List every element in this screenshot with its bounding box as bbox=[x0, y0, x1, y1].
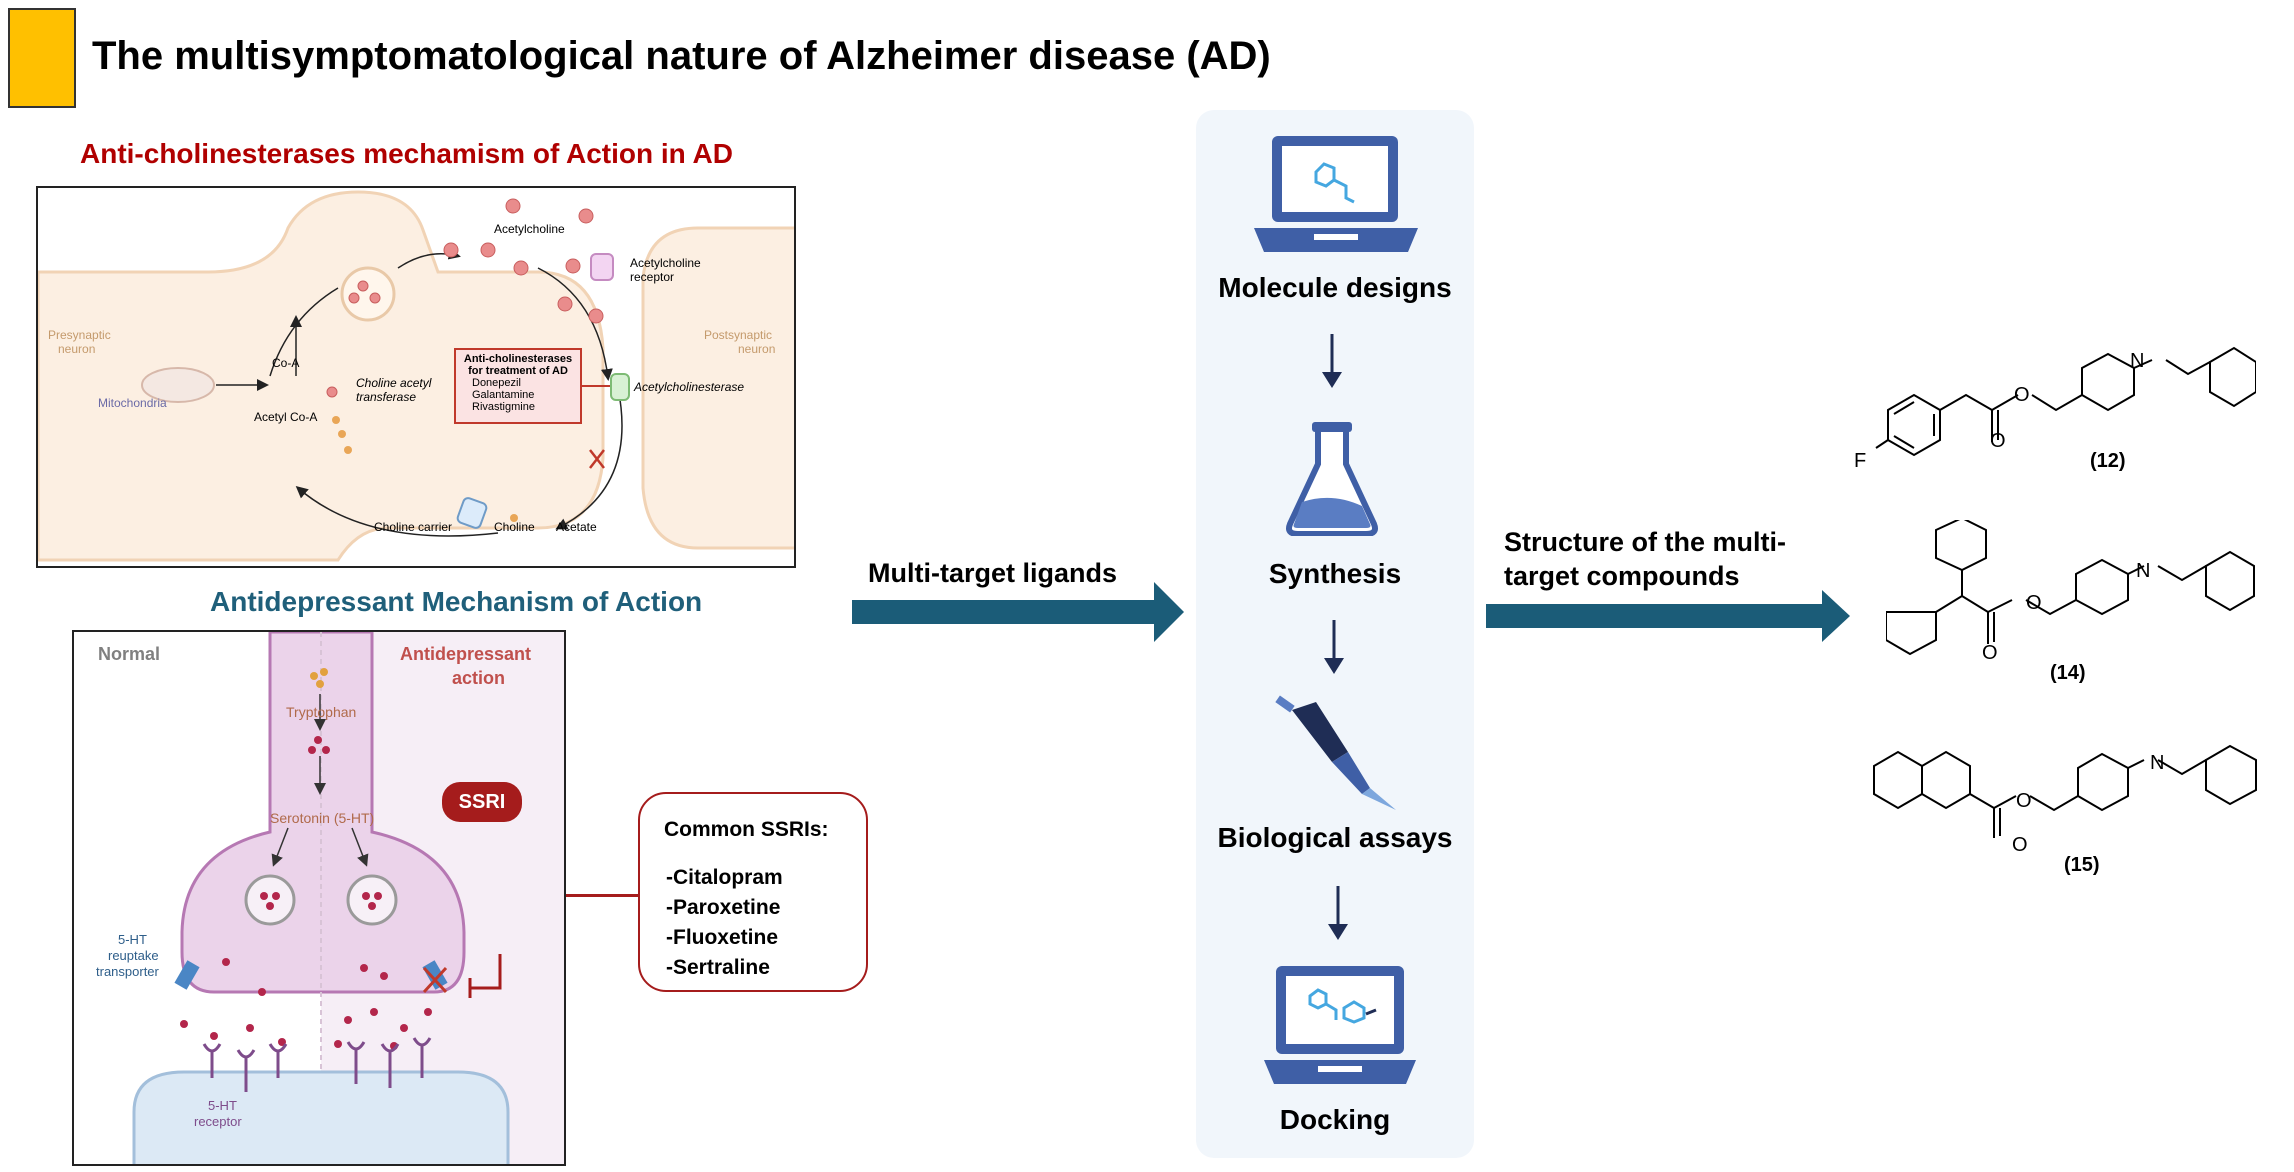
step-biological-assays: Biological assays bbox=[1217, 822, 1453, 853]
synapse-illustration bbox=[38, 190, 794, 562]
page-title: The multisymptomatological nature of Alz… bbox=[92, 34, 1271, 78]
choline-carrier-label: Choline carrier bbox=[374, 520, 453, 534]
output-arrow bbox=[1486, 590, 1850, 642]
compound-12-structure bbox=[1875, 346, 2256, 457]
ache-panel-title: Anti-cholinesterases mechamism of Action… bbox=[80, 138, 733, 169]
step-docking: Docking bbox=[1279, 1104, 1391, 1135]
common-ssris-heading: Common SSRIs: bbox=[664, 818, 829, 841]
ssri-connector-line bbox=[566, 894, 638, 897]
ssri-panel-title: Antidepressant Mechanism of Action bbox=[210, 586, 703, 617]
atom-label: O bbox=[2016, 790, 2032, 812]
atom-label: O bbox=[2026, 592, 2042, 614]
treatment-title-1: Anti-cholinesterases bbox=[463, 353, 573, 365]
pipette-icon bbox=[1275, 695, 1396, 810]
serotonin-synapse-illustration bbox=[132, 632, 564, 1164]
mitochondria-label: Mitochondria bbox=[98, 396, 167, 410]
transporter-label: reuptake bbox=[108, 948, 159, 963]
treatment-drug: Donepezil bbox=[472, 377, 521, 389]
transporter-label: transporter bbox=[96, 964, 159, 979]
ache-treatment-box: Anti-cholinesterases for treatment of AD… bbox=[454, 348, 582, 424]
ache-label: Acetylcholinesterase bbox=[634, 380, 745, 394]
acetate-label: Acetate bbox=[556, 520, 597, 534]
output-label-1: Structure of the multi- bbox=[1504, 527, 1786, 557]
step-molecule-designs: Molecule designs bbox=[1218, 272, 1452, 303]
acetyl-coa-label: Acetyl Co-A bbox=[254, 410, 318, 424]
down-arrow bbox=[1328, 886, 1348, 940]
antidepressant-label: Antidepressant bbox=[400, 644, 532, 664]
atom-label: N bbox=[2136, 560, 2151, 582]
serotonin-label: Serotonin (5-HT) bbox=[270, 810, 375, 826]
tryptophan-label: Tryptophan bbox=[286, 704, 357, 720]
atom-label: F bbox=[1854, 450, 1867, 472]
compound-12-label: (12) bbox=[2090, 450, 2126, 472]
ssri-mechanism-figure: SSRI Normal Antidepressant action Trypto… bbox=[72, 630, 566, 1166]
postsynaptic-label: neuron bbox=[738, 342, 776, 356]
atom-label: O bbox=[2014, 384, 2030, 406]
compound-14-structure bbox=[1886, 520, 2255, 656]
title-marker bbox=[8, 8, 76, 108]
ssri-list-item: -Citalopram bbox=[666, 866, 783, 889]
transporter-label: 5-HT bbox=[118, 932, 147, 947]
presynaptic-label: Presynaptic bbox=[48, 328, 111, 342]
compound-15-label: (15) bbox=[2064, 854, 2100, 876]
atom-label: O bbox=[2012, 834, 2028, 856]
step-synthesis: Synthesis bbox=[1268, 558, 1402, 589]
receptor-label: 5-HT bbox=[208, 1098, 237, 1113]
ssri-list-item: -Sertraline bbox=[666, 956, 770, 979]
compound-14-label: (14) bbox=[2050, 662, 2086, 684]
choline-label: Choline bbox=[494, 520, 535, 534]
atom-label: O bbox=[1982, 642, 1998, 664]
acetylcholine-label: Acetylcholine bbox=[494, 222, 565, 236]
presynaptic-label: neuron bbox=[58, 342, 96, 356]
ache-mechanism-figure: Anti-cholinesterases for treatment of AD… bbox=[36, 186, 796, 568]
down-arrow bbox=[1322, 334, 1342, 388]
treatment-drug: Rivastigmine bbox=[472, 401, 535, 413]
chat-label: transferase bbox=[356, 390, 417, 404]
atom-label: O bbox=[1990, 430, 2006, 452]
ssri-list-item: -Fluoxetine bbox=[666, 926, 779, 949]
postsynaptic-label: Postsynaptic bbox=[704, 328, 773, 342]
ssri-badge: SSRI bbox=[442, 782, 522, 822]
atom-label: N bbox=[2130, 350, 2145, 372]
treatment-title-2: for treatment of AD bbox=[468, 365, 568, 377]
compound-15-structure bbox=[1873, 744, 2257, 838]
treatment-drug: Galantamine bbox=[472, 389, 535, 401]
multi-target-ligands-label: Multi-target ligands bbox=[868, 558, 1117, 588]
output-label-2: target compounds bbox=[1504, 561, 1740, 591]
ssri-list-item: -Paroxetine bbox=[666, 896, 781, 919]
chat-label: Choline acetyl bbox=[356, 376, 432, 390]
normal-label: Normal bbox=[98, 644, 161, 664]
flask-icon bbox=[1286, 422, 1378, 536]
ach-receptor-label: receptor bbox=[630, 270, 675, 284]
atom-label: N bbox=[2150, 752, 2165, 774]
antidepressant-label: action bbox=[452, 668, 506, 688]
receptor-label: receptor bbox=[194, 1114, 242, 1129]
input-arrow bbox=[852, 582, 1184, 642]
coa-label: Co-A bbox=[272, 356, 300, 370]
laptop-molecule-icon bbox=[1254, 136, 1418, 252]
common-ssris-box: Common SSRIs: -Citalopram -Paroxetine -F… bbox=[638, 792, 868, 992]
down-arrow bbox=[1324, 620, 1344, 674]
ach-receptor-label: Acetylcholine bbox=[630, 256, 701, 270]
laptop-docking-icon bbox=[1264, 966, 1416, 1084]
